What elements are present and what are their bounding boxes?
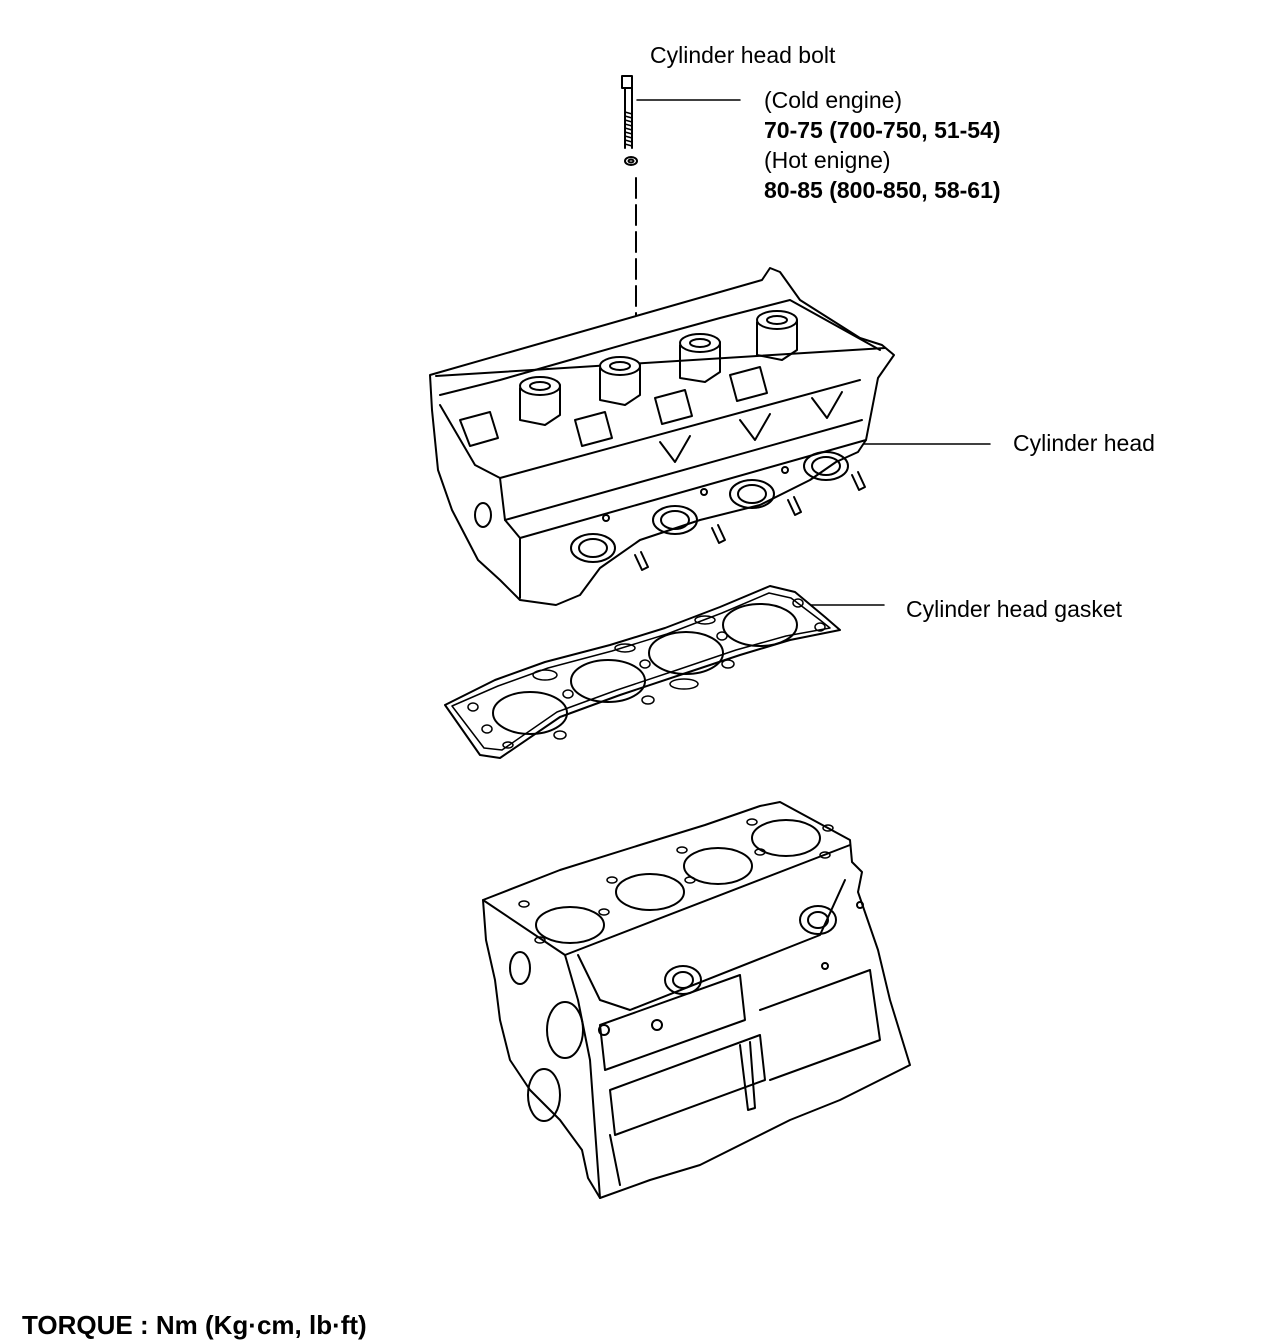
cold-engine-torque: 70-75 (700-750, 51-54) xyxy=(764,117,1001,143)
cold-engine-title: (Cold engine) xyxy=(764,87,903,113)
leader-lines xyxy=(636,99,991,606)
hot-engine-torque: 80-85 (800-850, 58-61) xyxy=(764,177,1001,203)
cylinder-block xyxy=(482,801,911,1199)
cylinder-head-gasket xyxy=(444,585,841,759)
cylinder-head-bolt xyxy=(621,75,638,339)
hot-engine-title: (Hot enigne) xyxy=(764,147,891,173)
cylinder-head xyxy=(429,267,895,606)
bolt-label: Cylinder head bolt xyxy=(650,42,836,68)
cylinder-head-label: Cylinder head xyxy=(1013,430,1155,456)
torque-units-footer: TORQUE : Nm (Kg·cm, lb·ft) xyxy=(22,1310,367,1340)
cylinder-head-gasket-label: Cylinder head gasket xyxy=(906,596,1123,622)
